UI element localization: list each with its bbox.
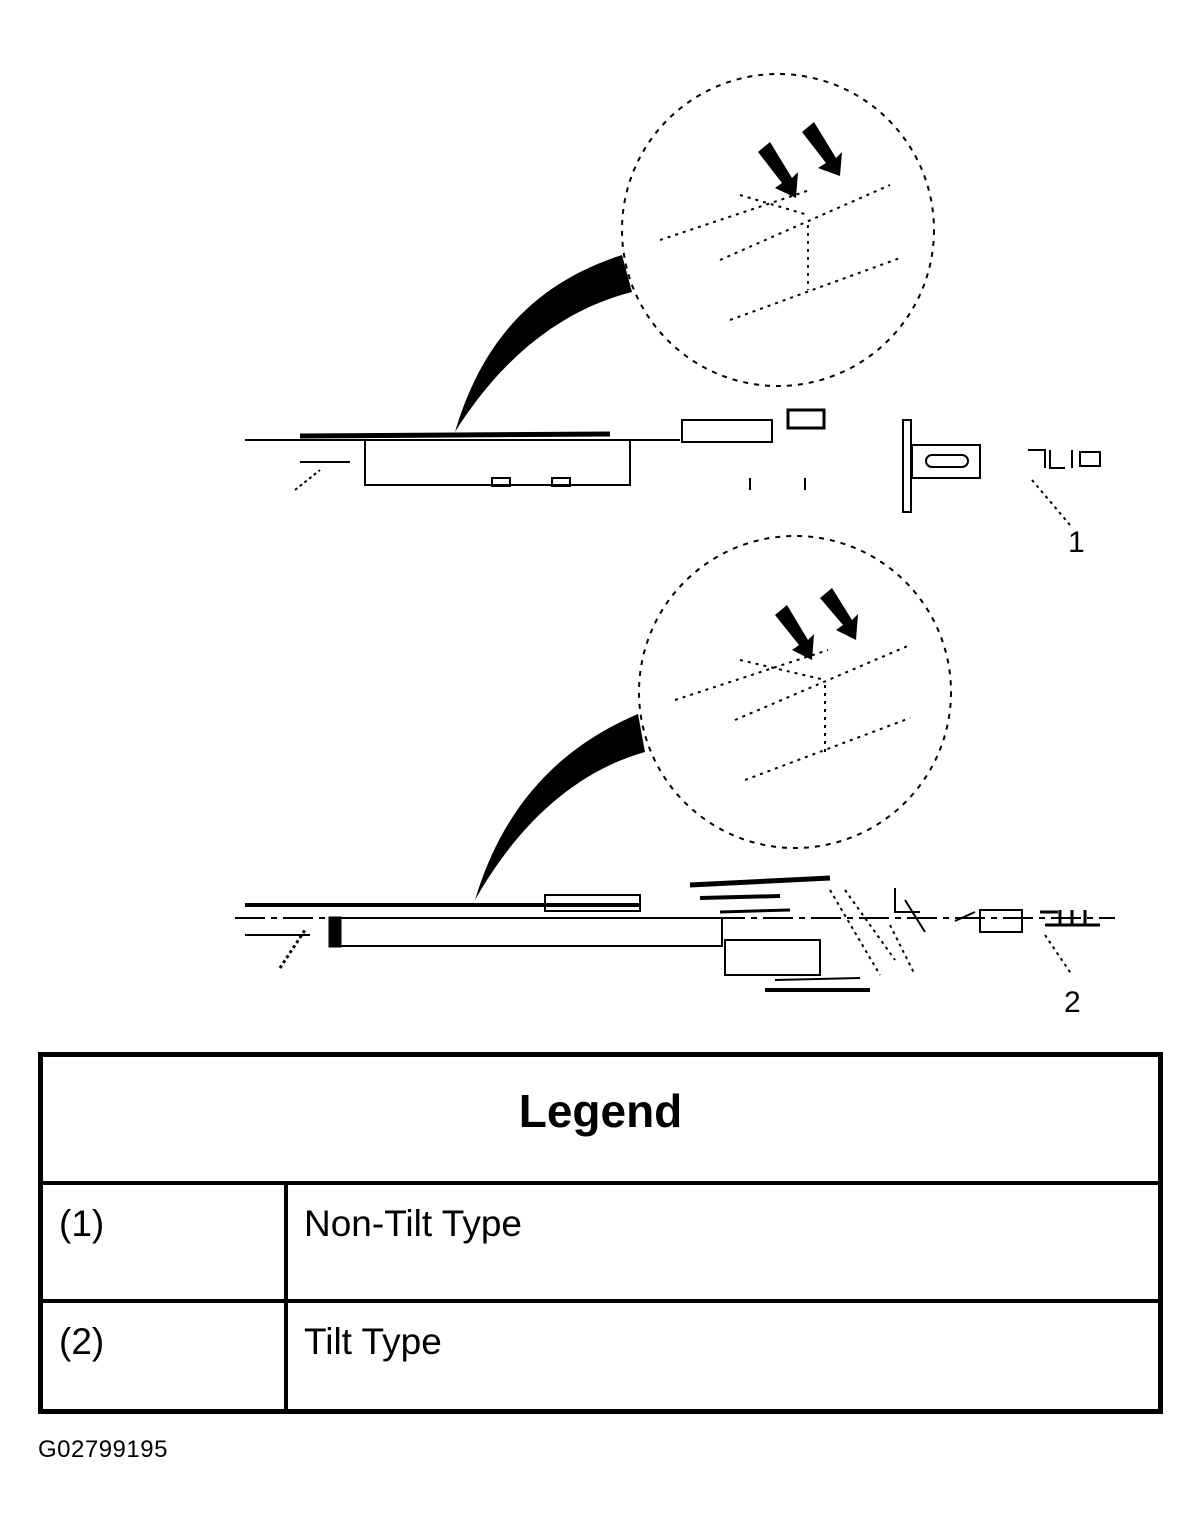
- detail-magnifier-circle: [638, 535, 952, 849]
- legend-row-2-description: Tilt Type: [304, 1321, 442, 1362]
- detail-leader: [475, 714, 645, 900]
- legend-row-1-description: Non-Tilt Type: [288, 1185, 1158, 1303]
- callout-1: 1: [1068, 526, 1085, 559]
- detail-magnifier-circle: [621, 73, 935, 387]
- arrow-icon: [820, 588, 858, 640]
- arrow-icon: [758, 142, 798, 198]
- legend-row-1-number: (1): [43, 1185, 288, 1303]
- figure-id: G02799195: [38, 1436, 168, 1463]
- arrow-icon: [802, 122, 842, 176]
- callout-2: 2: [1064, 986, 1081, 1019]
- legend-table: Legend (1) Non-Tilt Type (2) Tilt Type: [38, 1052, 1163, 1414]
- legend-row-2-number: (2): [43, 1303, 288, 1409]
- detail-leader: [455, 255, 632, 432]
- tilt-column-drawing: [235, 535, 1115, 992]
- non-tilt-column-drawing: [245, 73, 1101, 526]
- steering-column-illustration: 1: [235, 73, 1115, 1019]
- arrow-icon: [775, 605, 814, 660]
- legend-title: Legend: [43, 1057, 1158, 1185]
